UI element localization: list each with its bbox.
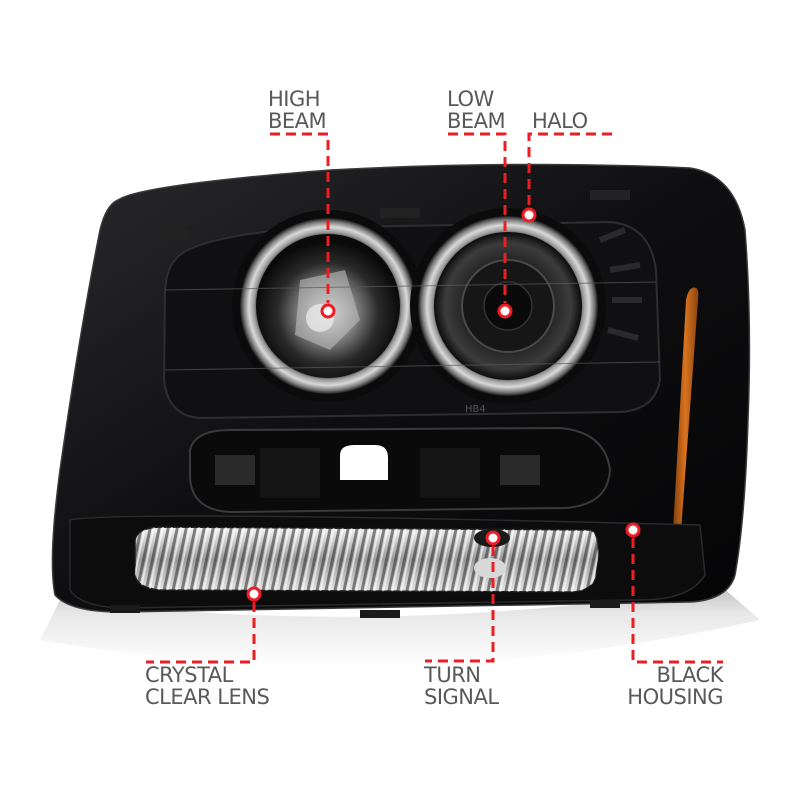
- halo-label: HALO: [532, 109, 588, 133]
- high-beam-dot: [320, 303, 336, 319]
- black-housing-leader: [631, 538, 723, 664]
- amber-side-reflector: [672, 287, 699, 551]
- crystal-clear-lens-leader: [146, 602, 256, 664]
- black-housing-label: BLACK HOUSING: [627, 663, 723, 709]
- low-beam-leader: [448, 132, 507, 303]
- black-housing-dot: [625, 522, 641, 538]
- halo-leader: [527, 132, 612, 207]
- high-beam-label: HIGH BEAM: [268, 87, 327, 133]
- svg-text:HB4: HB4: [465, 404, 486, 415]
- halo-dot: [521, 207, 537, 223]
- crystal-clear-lens-label: CRYSTAL CLEAR LENS: [145, 663, 270, 709]
- low-beam-dot: [497, 303, 513, 319]
- turn-signal-dot: [485, 530, 501, 546]
- turn-signal-label: TURN SIGNAL: [424, 663, 499, 709]
- crystal-clear-lens-dot: [246, 586, 262, 602]
- low-beam-label: LOW BEAM: [447, 87, 506, 133]
- high-beam-leader: [270, 132, 330, 303]
- turn-signal-leader: [425, 546, 495, 663]
